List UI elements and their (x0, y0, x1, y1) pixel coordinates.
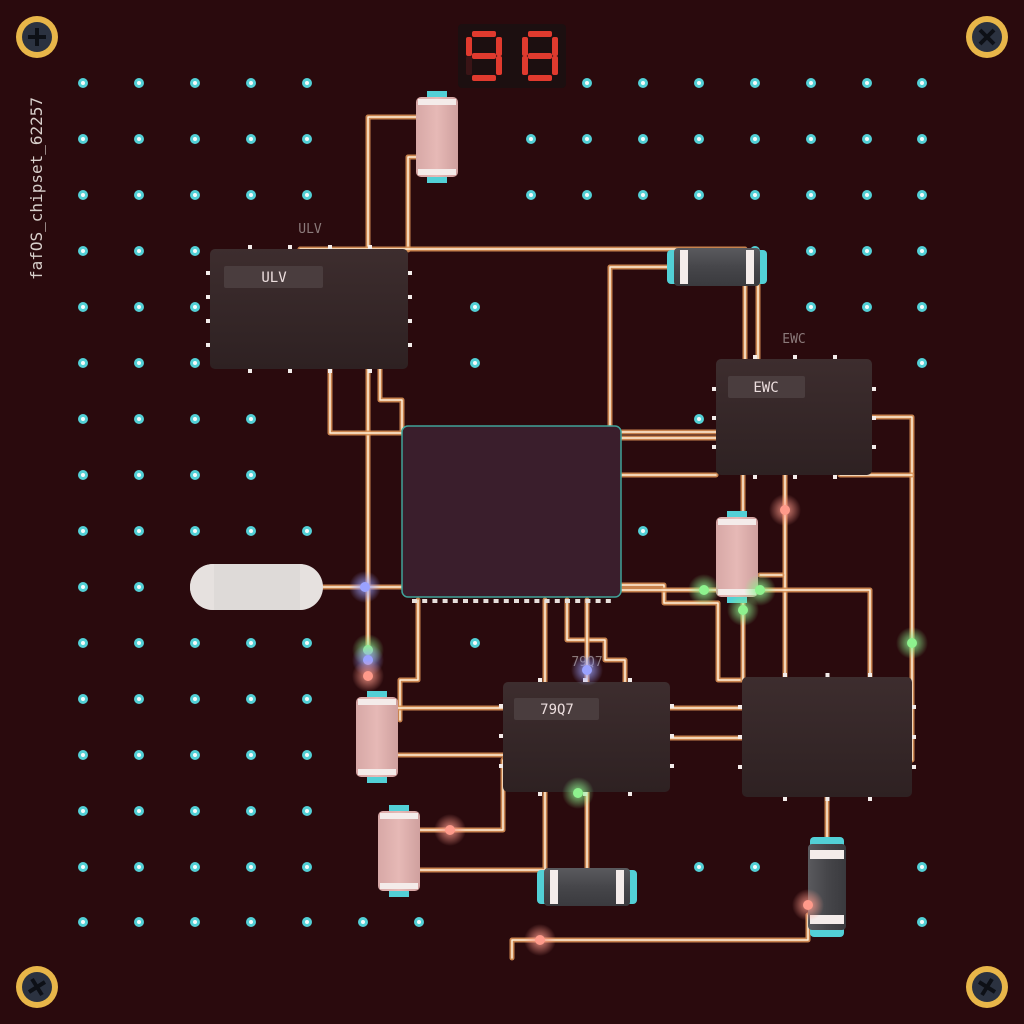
chip-ewc-label: EWC (753, 380, 778, 396)
inductor-coil[interactable] (190, 564, 323, 610)
cpu-die[interactable] (401, 425, 622, 603)
screw-top-left (16, 16, 58, 58)
capacitor-bottom[interactable] (537, 868, 637, 906)
chip-ulv[interactable]: ULV ULV (210, 222, 408, 369)
resistor-top[interactable] (416, 91, 458, 183)
chip-blank[interactable] (742, 677, 912, 797)
chip-ewc-silk: EWC (782, 332, 805, 347)
board-title: fafOS_chipset_62257 (27, 97, 46, 280)
capacitor-right[interactable] (808, 837, 846, 937)
resistor-left-b[interactable] (378, 805, 420, 897)
chip-79q7-label: 79Q7 (540, 702, 574, 718)
screw-top-right (966, 16, 1008, 58)
resistor-left-a[interactable] (356, 691, 398, 783)
chip-ulv-silk: ULV (298, 222, 322, 237)
screw-bottom-left (16, 966, 58, 1008)
chip-ewc[interactable]: EWC EWC (716, 332, 872, 475)
chip-ulv-label: ULV (261, 270, 287, 286)
screw-bottom-right (966, 966, 1008, 1008)
score-display: 98 (458, 24, 566, 88)
capacitor-top[interactable] (667, 248, 767, 286)
signal-lights (349, 494, 928, 956)
